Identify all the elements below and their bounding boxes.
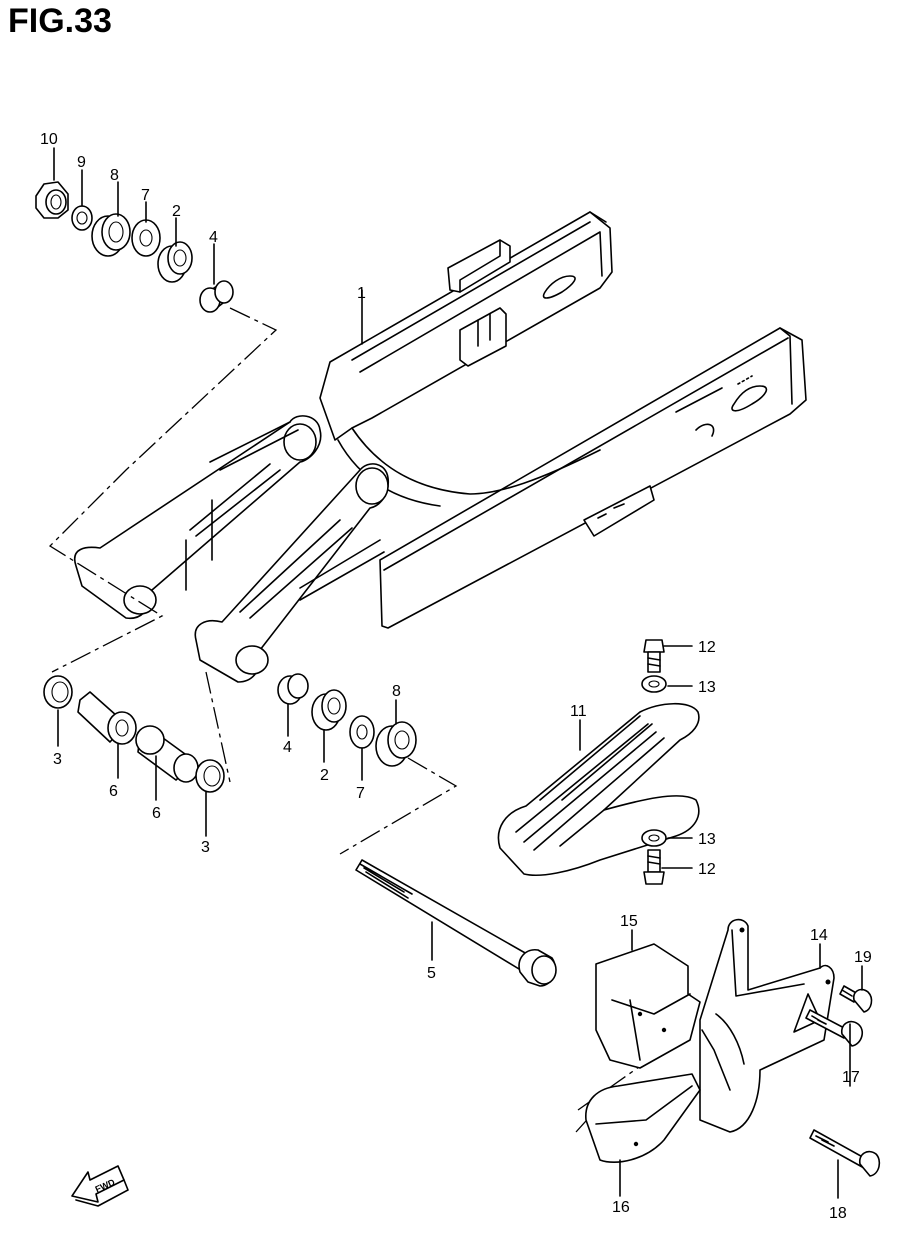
- part-2-bush: [157, 241, 193, 283]
- callout-18: 18: [829, 1205, 847, 1222]
- part-12-screw-bottom: [643, 849, 665, 885]
- part-4-bearing-lower: [277, 673, 309, 705]
- part-3-seal-left: [43, 675, 73, 709]
- swingarm-part: [73, 211, 807, 683]
- callout-5: 5: [427, 965, 436, 982]
- part-15-bracket: [595, 943, 701, 1069]
- part-18-bolt: [809, 1129, 881, 1177]
- part-17-bolt: [805, 1009, 864, 1047]
- part-13-washer-bottom: [641, 829, 667, 847]
- part-9-washer: [71, 205, 93, 231]
- part-7-washer-lower: [349, 715, 375, 749]
- part-10-nut: [35, 181, 69, 219]
- callout-4-lower: 4: [283, 739, 292, 756]
- part-7-washer: [131, 219, 161, 257]
- callout-16: 16: [612, 1199, 630, 1216]
- callout-6-a: 6: [109, 783, 118, 800]
- callout-7-lower: 7: [356, 785, 365, 802]
- callout-15: 15: [620, 913, 638, 930]
- callout-13-top: 13: [698, 679, 716, 696]
- callout-12-top: 12: [698, 639, 716, 656]
- callout-8-lower: 8: [392, 683, 401, 700]
- part-13-washer-top: [641, 675, 667, 693]
- part-4-bearing: [199, 280, 234, 313]
- callout-10: 10: [40, 131, 58, 148]
- part-6-collar-b: [135, 725, 199, 783]
- callout-3-left: 3: [53, 751, 62, 768]
- part-19-bolt: [839, 985, 873, 1013]
- callout-8-upper: 8: [110, 167, 119, 184]
- part-12-screw-top: [643, 639, 665, 673]
- callout-17: 17: [842, 1069, 860, 1086]
- part-14-chain-guard: [699, 918, 835, 1133]
- callout-2-lower: 2: [320, 767, 329, 784]
- callout-14: 14: [810, 927, 828, 944]
- part-8-spacer-lower: [375, 721, 417, 767]
- part-8-spacer: [91, 213, 131, 257]
- part-11-chain-buffer: [497, 702, 700, 877]
- callout-2-upper: 2: [172, 203, 181, 220]
- part-5-pivot-shaft: [355, 859, 557, 987]
- callout-1: 1: [357, 285, 366, 302]
- part-6-collar-a: [77, 691, 137, 745]
- part-3-seal-right: [195, 759, 225, 793]
- callout-13-bottom: 13: [698, 831, 716, 848]
- callout-4-upper: 4: [209, 229, 218, 246]
- figure-title: FIG.33: [8, 2, 112, 40]
- callout-9: 9: [77, 154, 86, 171]
- callout-3-right: 3: [201, 839, 210, 856]
- part-16-slider: [585, 1073, 701, 1163]
- part-2-bush-lower: [311, 689, 347, 731]
- leader-lines: [53, 147, 863, 1199]
- callout-7-upper: 7: [141, 187, 150, 204]
- callout-11: 11: [570, 703, 587, 720]
- callout-labels: 1 2 2 3 3 4 4 5 6 6 7 7 8 8 9 10 11 12 1…: [40, 131, 872, 1222]
- callout-19: 19: [854, 949, 872, 966]
- callout-6-b: 6: [152, 805, 161, 822]
- callout-12-bottom: 12: [698, 861, 716, 878]
- forward-arrow-icon: FWD: [71, 1165, 129, 1207]
